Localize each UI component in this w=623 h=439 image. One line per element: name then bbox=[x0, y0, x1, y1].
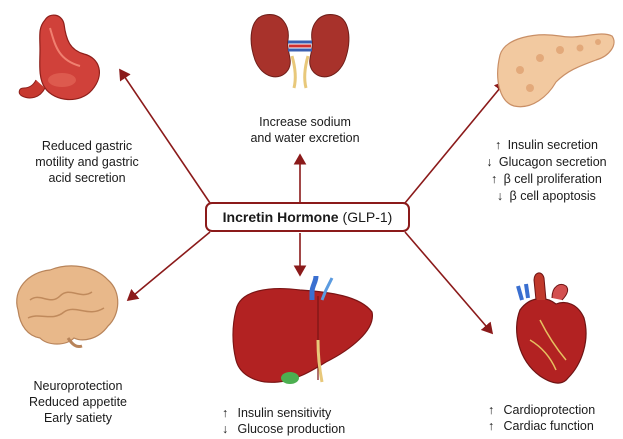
stomach-icon bbox=[18, 14, 100, 101]
stomach-effect-line: Reduced gastric bbox=[41, 139, 133, 153]
arrow-to-stomach bbox=[119, 68, 211, 204]
center-title: Incretin Hormone bbox=[222, 209, 339, 225]
arrows bbox=[119, 68, 507, 335]
liver-effects: ↑ Insulin sensitivity ↓ Glucose producti… bbox=[222, 405, 372, 437]
down-arrow-icon: ↓ bbox=[486, 155, 493, 169]
kidney-effect-line: and water excretion bbox=[250, 131, 360, 145]
heart-effect-line: ↑ Cardiac function bbox=[488, 419, 594, 433]
up-arrow-icon: ↑ bbox=[491, 172, 498, 186]
brain-effects: Neuroprotection Reduced appetite Early s… bbox=[8, 378, 148, 426]
down-arrow-icon: ↓ bbox=[222, 422, 229, 436]
up-arrow-icon: ↑ bbox=[488, 403, 495, 417]
center-subtitle: (GLP-1) bbox=[342, 209, 393, 225]
brain-effect-line: Neuroprotection bbox=[33, 379, 123, 393]
up-arrow-icon: ↑ bbox=[488, 419, 495, 433]
down-arrow-icon: ↓ bbox=[496, 189, 504, 203]
heart-effect-line: ↑ Cardioprotection bbox=[488, 403, 596, 417]
pancreas-icon bbox=[497, 33, 615, 108]
pancreas-effect-line: ↓ Glucagon secretion bbox=[470, 154, 620, 171]
pancreas-effect-line: ↑ Insulin secretion bbox=[470, 137, 620, 154]
brain-effect-line: Reduced appetite bbox=[29, 395, 127, 409]
heart-effects: ↑ Cardioprotection ↑ Cardiac function bbox=[488, 402, 618, 434]
brain-icon bbox=[16, 265, 119, 348]
kidney-effect-line: Increase sodium bbox=[259, 115, 351, 129]
brain-effect-line: Early satiety bbox=[43, 411, 113, 425]
heart-icon bbox=[516, 272, 587, 384]
arrow-to-heart bbox=[404, 231, 494, 335]
center-node-incretin: Incretin Hormone (GLP-1) bbox=[205, 202, 410, 232]
pancreas-effects: ↑ Insulin secretion ↓ Glucagon secretion… bbox=[470, 137, 620, 205]
pancreas-effect-line: ↑ β cell proliferation bbox=[470, 171, 620, 188]
stomach-effect-line: acid secretion bbox=[48, 171, 126, 185]
stomach-effects: Reduced gastric motility and gastric aci… bbox=[12, 138, 162, 186]
stomach-effect-line: motility and gastric bbox=[35, 155, 139, 169]
up-arrow-icon: ↑ bbox=[494, 138, 502, 152]
arrow-to-brain bbox=[126, 231, 211, 302]
kidney-effects: Increase sodium and water excretion bbox=[230, 114, 380, 146]
liver-effect-line: ↑ Insulin sensitivity bbox=[222, 406, 332, 420]
pancreas-effect-line: ↓ β cell apoptosis bbox=[470, 188, 620, 205]
liver-effect-line: ↓ Glucose production bbox=[222, 422, 346, 436]
kidneys-icon bbox=[250, 14, 350, 89]
liver-icon bbox=[232, 275, 373, 384]
up-arrow-icon: ↑ bbox=[222, 406, 229, 420]
arrow-to-pancreas bbox=[404, 80, 507, 204]
